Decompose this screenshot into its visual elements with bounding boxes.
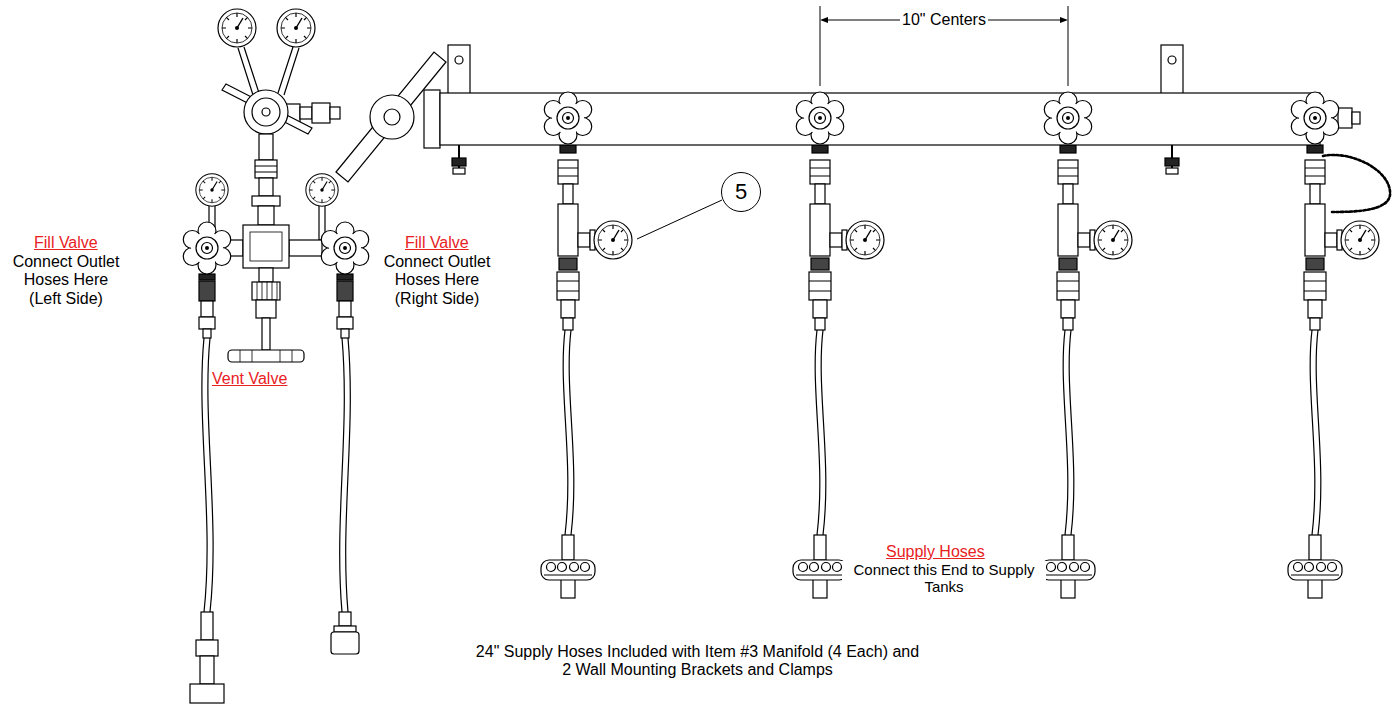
wall-bracket <box>1165 158 1179 166</box>
fill-cross <box>183 174 368 338</box>
regulator <box>244 90 288 134</box>
regulator <box>252 98 280 126</box>
regulator <box>262 108 270 116</box>
fill-cross <box>289 240 322 256</box>
regulator <box>255 166 277 172</box>
regulator <box>258 206 274 225</box>
valve-handwheel <box>1291 92 1338 144</box>
ball-valve <box>370 95 414 139</box>
fill-cross <box>250 232 282 261</box>
vent-valve <box>259 268 273 282</box>
ball-valve <box>336 52 446 182</box>
regulator <box>218 9 256 47</box>
supply-drop <box>541 145 632 598</box>
fill-cross <box>196 174 228 206</box>
fill-cross <box>306 174 338 206</box>
valve-handwheel <box>796 92 843 144</box>
wall-bracket <box>453 168 465 174</box>
outlet-hose <box>202 338 207 612</box>
outlet-connector <box>331 632 359 654</box>
outlet-connector <box>339 612 351 626</box>
supply-drop <box>1041 145 1132 598</box>
ball-valve <box>336 52 446 182</box>
header-pipe <box>1338 108 1352 128</box>
hose-note: Connect this End to Supply Tanks <box>842 561 1046 596</box>
vent-valve <box>262 318 270 350</box>
supply-drop <box>793 145 884 598</box>
wall-bracket <box>1161 45 1183 95</box>
fill-cross <box>199 274 215 338</box>
dimension-line <box>820 6 1068 86</box>
fill-cross <box>183 222 230 274</box>
outlet-hose <box>202 338 350 612</box>
outlet-hose <box>346 338 351 612</box>
valve-note: Connect Outlet Hoses Here (Right Side) <box>378 253 496 308</box>
leader-line <box>637 200 722 239</box>
footnote: 24" Supply Hoses Included with Item #3 M… <box>473 643 922 680</box>
wall-bracket <box>455 56 463 64</box>
fill-cross <box>243 225 289 268</box>
vent-valve <box>257 282 277 300</box>
header-pipe <box>424 90 440 148</box>
vent-valve <box>240 350 292 362</box>
fill-cross <box>321 222 368 274</box>
outlet-connector <box>196 640 218 656</box>
outlet-connector <box>190 612 359 703</box>
wall-bracket <box>448 45 1183 174</box>
union-fitting <box>300 107 312 119</box>
dimension-line <box>820 6 1068 86</box>
vent-valve <box>256 300 276 318</box>
chain <box>1323 155 1390 212</box>
valve-handwheel <box>1044 92 1091 144</box>
header-pipe <box>424 90 1360 148</box>
regulator <box>218 9 315 225</box>
regulator <box>259 134 273 160</box>
regulator <box>252 196 280 206</box>
outlet-connector <box>334 626 356 632</box>
header-pipe <box>1352 112 1360 124</box>
hose-heading: Supply Hoses <box>884 543 987 561</box>
valve-heading: Fill Valve <box>32 234 100 252</box>
valve-handwheel <box>544 92 591 144</box>
regulator <box>238 47 299 95</box>
valve-note: Connect Outlet Hoses Here (Left Side) <box>7 253 125 308</box>
dimension-label: 10" Centers <box>900 11 988 29</box>
valve-heading: Fill Valve <box>403 234 471 252</box>
outlet-connector <box>201 612 213 640</box>
union-fitting <box>330 107 340 119</box>
outlet-hose <box>340 338 345 612</box>
wall-bracket <box>1168 56 1176 64</box>
vent-valve <box>228 350 304 362</box>
regulator <box>277 9 315 47</box>
wall-bracket <box>448 45 470 95</box>
wall-bracket <box>1166 168 1178 174</box>
callout-number: 5 <box>721 172 761 212</box>
callout-text: 5 <box>735 180 747 204</box>
vent-valve <box>252 282 280 300</box>
regulator <box>259 178 273 196</box>
manifold <box>183 6 1390 703</box>
header-pipe <box>440 93 1320 145</box>
outlet-connector <box>190 684 224 703</box>
fill-cross <box>337 274 353 338</box>
vent-valve <box>228 268 304 362</box>
outlet-connector <box>200 656 214 684</box>
valve-heading: Vent Valve <box>210 370 289 388</box>
union-fitting <box>312 103 330 123</box>
ball-valve <box>384 109 400 125</box>
regulator <box>222 84 312 134</box>
wall-bracket <box>452 158 466 166</box>
regulator <box>255 160 277 178</box>
